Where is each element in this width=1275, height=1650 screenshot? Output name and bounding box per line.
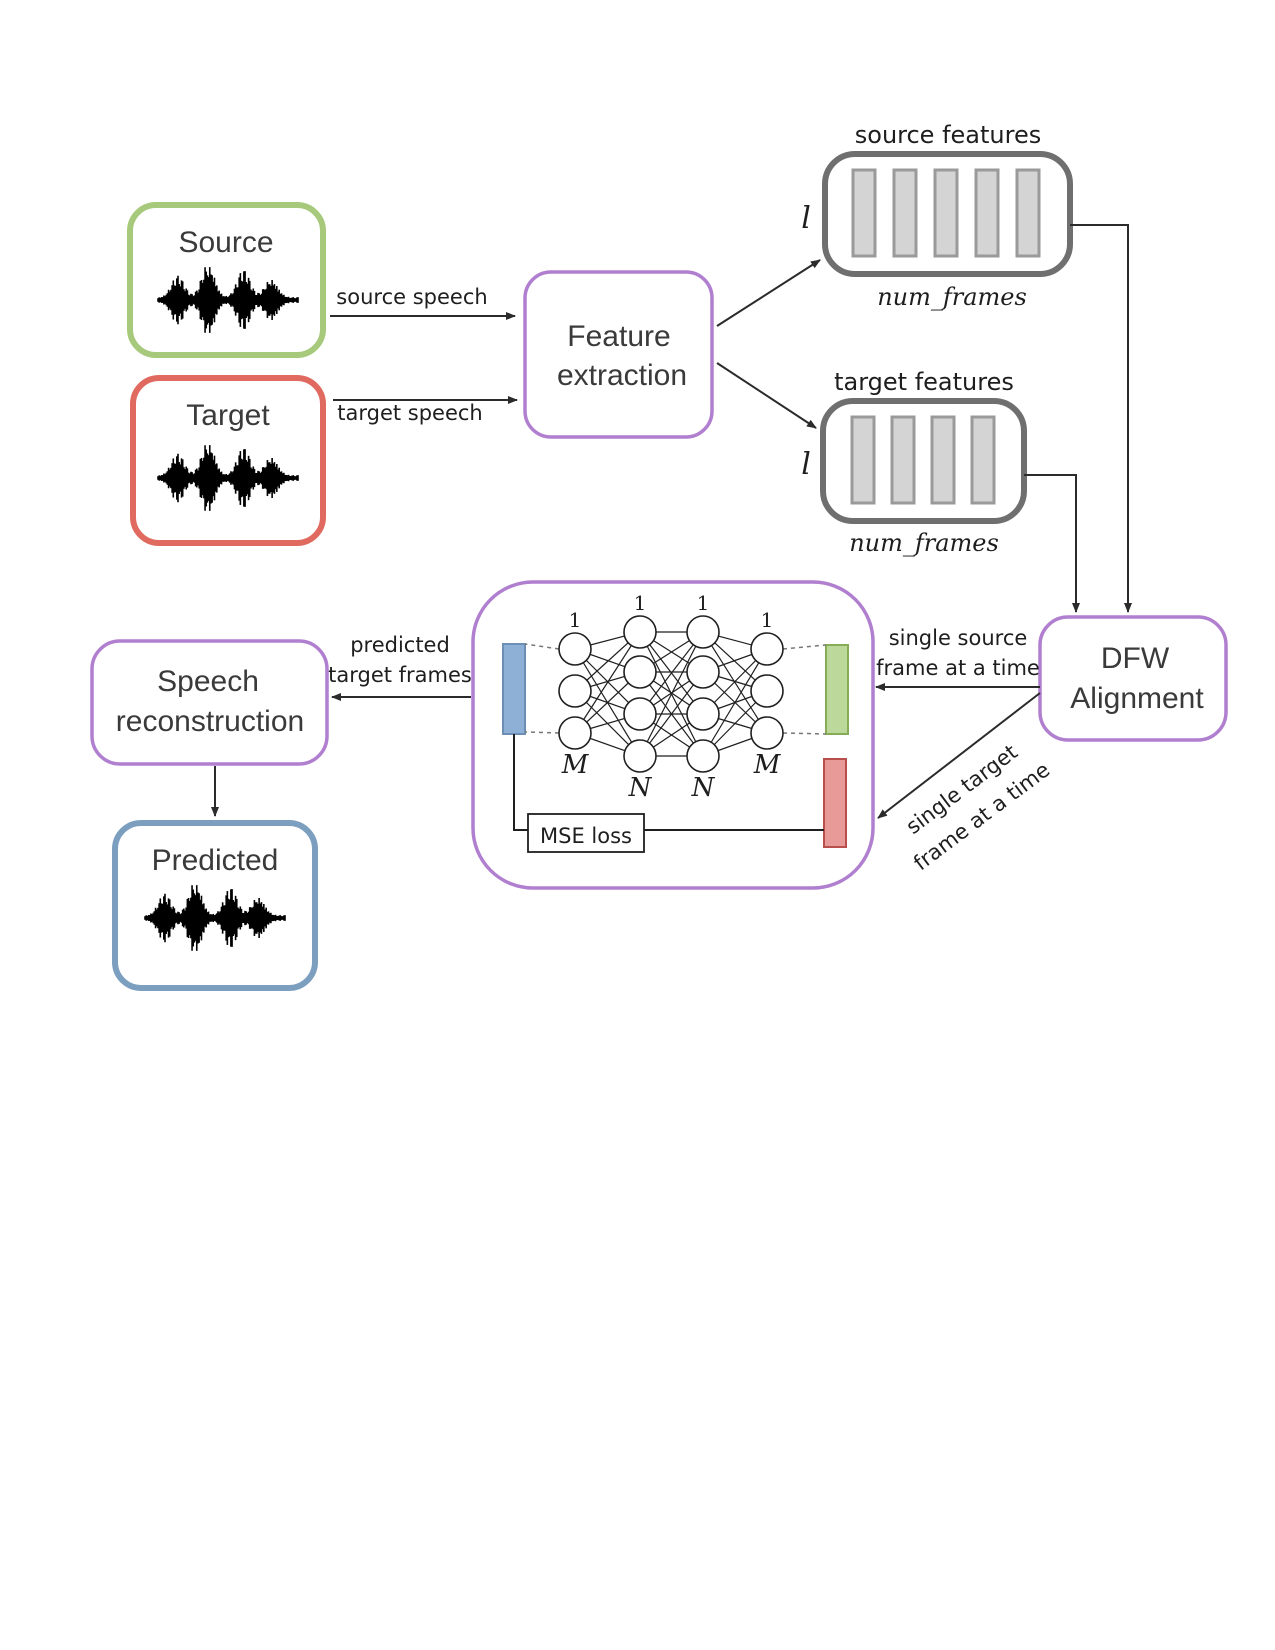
network-edge	[639, 671, 704, 757]
predicted-label: Predicted	[152, 844, 279, 877]
network-neuron	[686, 615, 720, 649]
waveform-icon	[157, 445, 299, 511]
source-features-to-dfw-arrow	[1070, 224, 1132, 613]
network-neuron	[750, 716, 784, 750]
network-neuron	[623, 697, 657, 731]
single-target-arrow	[877, 692, 1041, 819]
feature-frame-cell	[970, 415, 996, 505]
network-neuron	[623, 655, 657, 689]
feature-frame-cell	[892, 168, 918, 258]
to-target-features-arrow	[716, 362, 817, 429]
dfw-line2: Alignment	[1070, 682, 1204, 715]
target-frame-bar	[823, 758, 847, 848]
mse-loss-box	[527, 813, 645, 853]
layer-top-label: 1	[761, 608, 774, 632]
layer-size-label: M	[753, 750, 782, 780]
feature-extraction-node: Feature extraction	[523, 270, 714, 439]
layer-top-label: 1	[697, 591, 710, 615]
predicted-frame-bar	[502, 643, 526, 735]
speech-reconstruction-line2: reconstruction	[116, 705, 304, 738]
feature-frame-cell	[974, 168, 1000, 258]
dfw-line1: DFW	[1101, 642, 1170, 675]
target-label: Target	[186, 399, 270, 432]
target-features-height-label: l	[801, 447, 811, 482]
target-node: Target	[130, 375, 326, 546]
feature-frame-cell	[851, 168, 877, 258]
network-neuron	[558, 632, 592, 666]
feature-frame-cell	[933, 168, 959, 258]
source-label: Source	[178, 226, 273, 259]
predicted-frames-line1: predicted	[350, 633, 450, 657]
network-neuron	[558, 716, 592, 750]
mse-loss-label: MSE loss	[540, 824, 632, 848]
source-speech-label: source speech	[336, 285, 487, 309]
feature-extraction-line1: Feature	[567, 320, 670, 353]
network-edge	[574, 631, 641, 734]
target-speech-label: target speech	[337, 401, 483, 425]
target-features-width-label: num_frames	[849, 529, 999, 557]
source-frame-bar	[825, 644, 849, 735]
network-graph: 1M 1N 1N 1M	[524, 591, 827, 803]
feature-frame-cell	[930, 415, 956, 505]
network-neuron	[623, 615, 657, 649]
input-dashed-link	[524, 731, 560, 734]
network-neuron	[558, 674, 592, 708]
single-source-line1: single source	[889, 626, 1028, 650]
target-feature-cells	[850, 415, 996, 505]
single-source-line2: frame at a time	[876, 656, 1040, 680]
neural-network-node: 1M 1N 1N 1M MSE loss	[471, 580, 875, 890]
layer-top-label: 1	[634, 591, 647, 615]
layer-size-label: N	[691, 773, 716, 803]
feature-extraction-line2: extraction	[557, 359, 687, 392]
predicted-node: Predicted	[112, 820, 318, 991]
predicted-frames-line2: target frames	[328, 663, 472, 687]
to-source-features-arrow	[716, 259, 821, 327]
source-features-node: source features l num_frames	[801, 121, 1073, 311]
feature-frame-cell	[890, 415, 916, 505]
source-node: Source	[127, 202, 326, 358]
network-neuron	[750, 632, 784, 666]
waveform-icon	[157, 267, 299, 333]
source-features-title: source features	[855, 121, 1041, 149]
layer-top-label: 1	[569, 608, 582, 632]
layer-size-label: M	[561, 750, 590, 780]
network-neuron	[623, 739, 657, 773]
speech-reconstruction-node: Speech reconstruction	[90, 639, 329, 766]
target-features-title: target features	[834, 368, 1014, 396]
network-edge	[702, 631, 768, 734]
input-dashed-link	[524, 643, 560, 650]
target-features-node: target features l num_frames	[801, 368, 1027, 557]
network-neuron	[686, 697, 720, 731]
speech-reconstruction-line1: Speech	[157, 665, 259, 698]
waveform-icon	[144, 885, 286, 951]
output-dashed-link	[782, 732, 827, 735]
output-dashed-link	[782, 644, 827, 650]
feature-frame-cell	[850, 415, 876, 505]
network-edge	[702, 648, 768, 757]
dfw-alignment-node: DFW Alignment	[1038, 615, 1228, 742]
source-features-width-label: num_frames	[877, 283, 1027, 311]
network-neuron	[686, 655, 720, 689]
layer-size-label: N	[628, 773, 653, 803]
network-neuron	[686, 739, 720, 773]
source-features-height-label: l	[801, 201, 811, 236]
network-edge	[639, 631, 704, 757]
source-feature-cells	[851, 168, 1041, 258]
network-edge	[639, 631, 704, 715]
loss-wire-left	[513, 734, 528, 831]
target-features-to-dfw-arrow	[1024, 474, 1080, 613]
network-neuron	[750, 674, 784, 708]
feature-frame-cell	[1015, 168, 1041, 258]
